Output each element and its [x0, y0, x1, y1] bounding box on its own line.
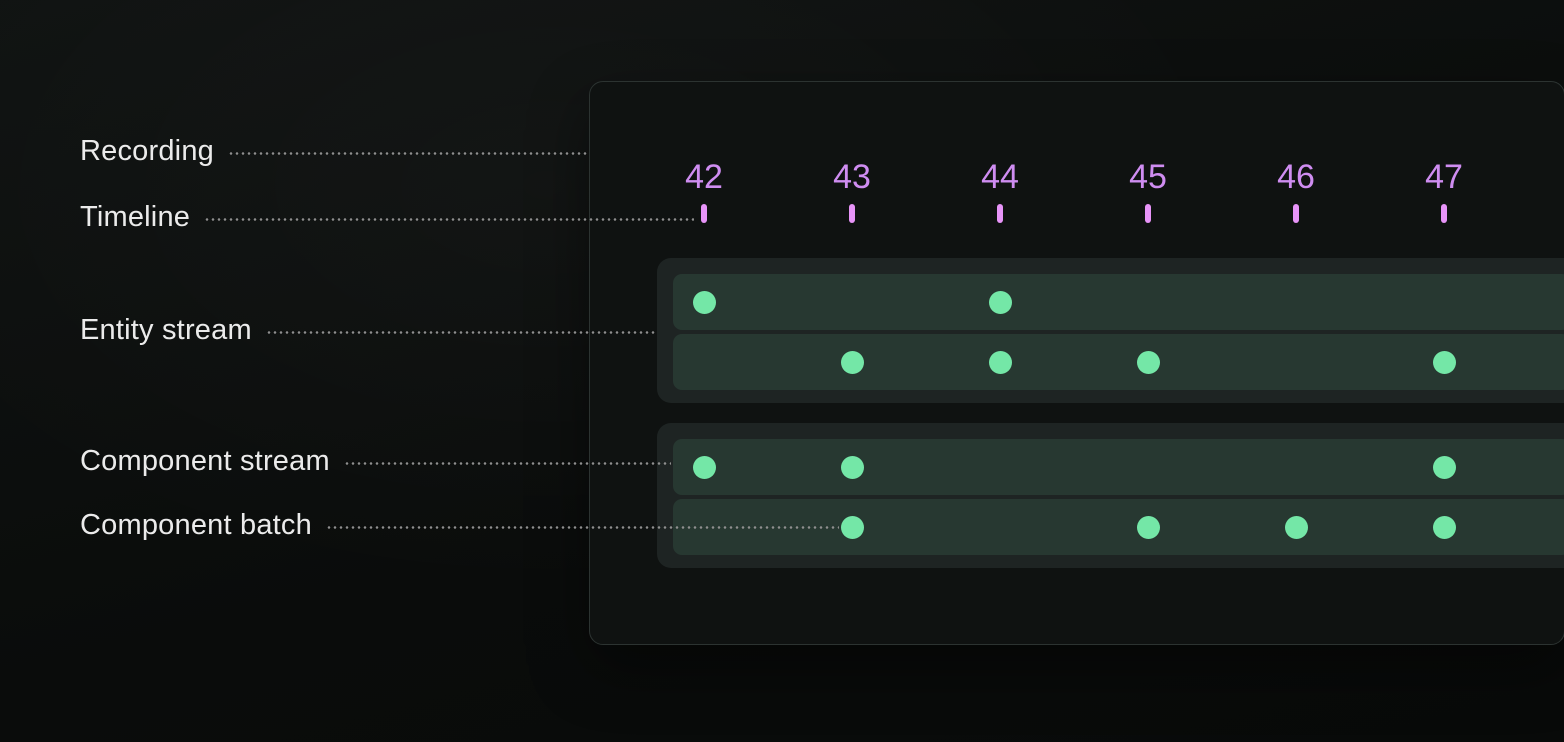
data-dot [840, 515, 864, 539]
data-dot [692, 455, 716, 479]
leader-line-recording [228, 151, 589, 155]
timeline-tick-mark [701, 204, 707, 223]
entity-stream-row-1 [673, 274, 1564, 330]
component-stream-group [657, 423, 1564, 568]
label-component-batch-text: Component batch [80, 509, 312, 541]
entity-stream-row-2 [673, 334, 1564, 390]
data-dot [840, 455, 864, 479]
timeline-tick-number: 43 [833, 158, 871, 196]
timeline-tick-mark [1441, 204, 1447, 223]
data-dot [692, 290, 716, 314]
timeline-tick-number: 42 [685, 158, 723, 196]
label-recording: Recording [80, 133, 589, 169]
data-dot [1136, 515, 1160, 539]
data-dot [1284, 515, 1308, 539]
data-dot [1432, 350, 1456, 374]
data-dot [1432, 515, 1456, 539]
component-stream-row [673, 439, 1564, 495]
timeline-tick-number: 46 [1277, 158, 1315, 196]
timeline-tick-mark [997, 204, 1003, 223]
recording-panel: 42 43 44 45 46 47 [589, 81, 1564, 645]
label-recording-text: Recording [80, 135, 214, 167]
timeline-tick-number: 45 [1129, 158, 1167, 196]
leader-line-component-batch [325, 525, 839, 529]
timeline-tick-number: 47 [1425, 158, 1463, 196]
label-entity-stream-text: Entity stream [80, 314, 252, 346]
label-timeline: Timeline [80, 199, 694, 235]
data-dot [840, 350, 864, 374]
label-timeline-text: Timeline [80, 201, 191, 233]
label-component-stream: Component stream [80, 443, 671, 479]
label-component-batch: Component batch [80, 507, 839, 543]
entity-stream-group [657, 258, 1564, 403]
leader-line-timeline [204, 217, 694, 221]
data-dot [988, 350, 1012, 374]
label-component-stream-text: Component stream [80, 445, 330, 477]
timeline-tick-number: 44 [981, 158, 1019, 196]
data-dot [1136, 350, 1160, 374]
label-entity-stream: Entity stream [80, 312, 657, 348]
data-dot [1432, 455, 1456, 479]
timeline-tick-mark [849, 204, 855, 223]
data-dot [988, 290, 1012, 314]
leader-line-component-stream [343, 461, 671, 465]
leader-line-entity-stream [265, 330, 657, 334]
timeline-tick-mark [1293, 204, 1299, 223]
timeline-tick-mark [1145, 204, 1151, 223]
